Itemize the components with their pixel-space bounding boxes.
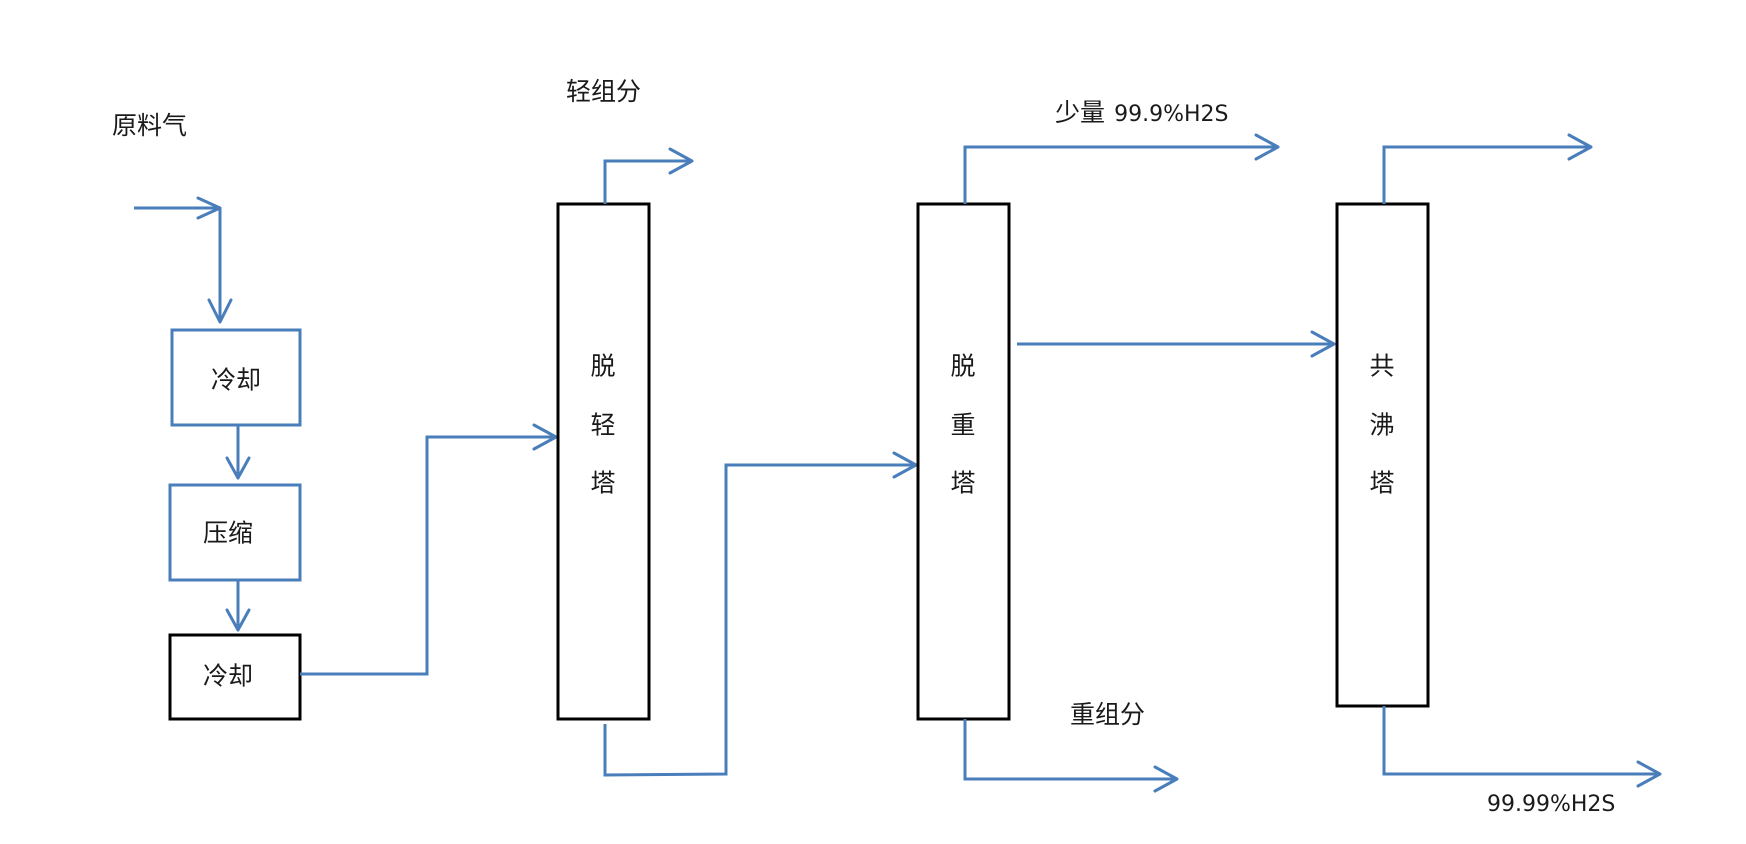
- stream-cooling2-to-light-column: [300, 423, 558, 676]
- azeotropic-column-char-3: 塔: [1369, 469, 1394, 498]
- heavy-column-char-1: 脱: [950, 352, 975, 381]
- stream-light-column-to-heavy-column: [603, 451, 918, 777]
- stream-compression-to-cooling2: [225, 580, 251, 632]
- cooling-unit-2: 冷却: [168, 633, 302, 721]
- stream-heavy-column-to-azeotropic-column: [1017, 330, 1336, 358]
- light-components-label: 轻组分: [566, 77, 641, 106]
- light-components-stream: [603, 147, 694, 204]
- small-amount-prefix: 少量: [1055, 98, 1105, 127]
- azeotropic-column-char-1: 共: [1369, 352, 1394, 381]
- light-column-char-3: 塔: [590, 469, 615, 498]
- heavy-components-stream: [963, 719, 1179, 793]
- azeotropic-top-stream: [1382, 133, 1593, 204]
- cooling-unit-1-label: 冷却: [211, 366, 261, 395]
- small-amount-product-label: 少量 99.9%H2S: [1055, 98, 1229, 127]
- cooling-unit-2-label: 冷却: [203, 662, 253, 691]
- azeotropic-column-char-2: 沸: [1369, 411, 1394, 440]
- feed-label: 原料气: [112, 111, 187, 140]
- cooling-unit-1: 冷却: [170, 328, 302, 427]
- heavy-removal-column: 脱 重 塔: [916, 202, 1011, 721]
- light-column-char-2: 轻: [590, 411, 615, 440]
- final-product-label: 99.99%H2S: [1487, 792, 1615, 817]
- light-column-char-1: 脱: [590, 352, 615, 381]
- heavy-components-label: 重组分: [1070, 700, 1145, 729]
- heavy-column-char-3: 塔: [950, 469, 975, 498]
- small-amount-product-stream: [963, 133, 1280, 204]
- compression-unit: 压缩: [168, 483, 302, 582]
- small-amount-product: 99.9%H2S: [1114, 102, 1228, 127]
- feed-inlet-stream: [134, 196, 233, 324]
- heavy-column-char-2: 重: [950, 411, 975, 440]
- azeotropic-column: 共 沸 塔: [1335, 202, 1430, 708]
- final-product-stream: [1382, 706, 1662, 788]
- stream-cooling1-to-compression: [225, 425, 251, 480]
- compression-unit-label: 压缩: [203, 519, 253, 548]
- light-removal-column: 脱 轻 塔: [556, 202, 651, 721]
